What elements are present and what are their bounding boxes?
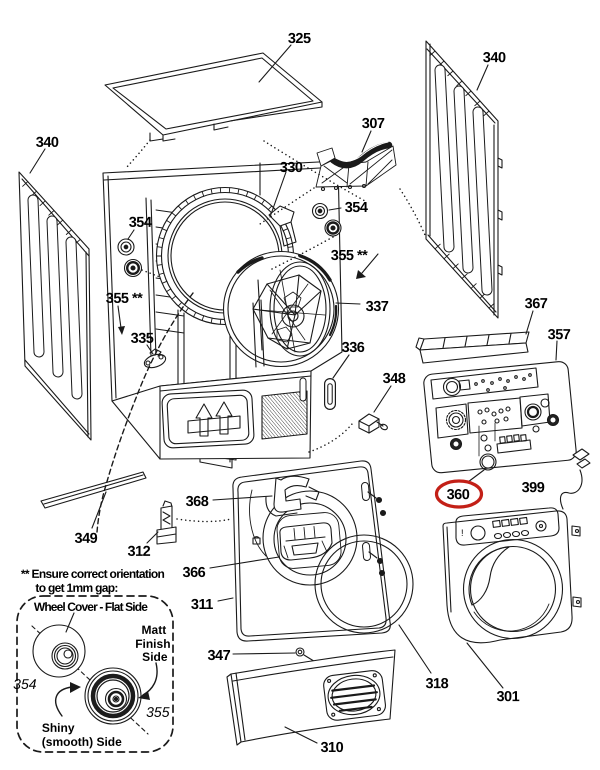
svg-text:349: 349 [75,531,98,547]
svg-text:399: 399 [522,480,545,496]
svg-text:355 **: 355 ** [106,291,143,307]
svg-text:355 **: 355 ** [331,248,368,264]
svg-text:!: ! [461,528,464,538]
svg-text:335: 335 [131,331,154,347]
svg-text:(smooth) Side: (smooth) Side [42,735,122,749]
svg-text:360: 360 [447,487,470,503]
svg-text:367: 367 [525,296,548,312]
svg-text:348: 348 [383,371,406,387]
svg-text:301: 301 [496,689,519,705]
svg-text:Side: Side [142,650,168,664]
svg-text:** Ensure correct orientation: ** Ensure correct orientation [21,567,165,581]
svg-text:312: 312 [128,544,151,560]
svg-text:311: 311 [191,597,213,613]
svg-text:357: 357 [548,327,571,343]
svg-text:318: 318 [425,676,448,692]
svg-text:354: 354 [345,200,368,216]
svg-text:340: 340 [483,50,506,66]
svg-text:366: 366 [183,565,206,581]
svg-text:310: 310 [320,740,343,756]
svg-text:Shiny: Shiny [42,721,75,735]
svg-text:337: 337 [366,299,389,315]
svg-text:354: 354 [13,676,37,692]
svg-text:336: 336 [342,340,365,356]
svg-text:354: 354 [129,215,152,231]
svg-text:Finish: Finish [135,637,170,651]
svg-text:347: 347 [208,648,231,664]
svg-text:to get 1mm gap:: to get 1mm gap: [35,581,118,595]
svg-text:368: 368 [186,494,209,510]
svg-text:355: 355 [146,704,170,720]
svg-text:Matt: Matt [142,623,167,637]
svg-text:330: 330 [280,160,303,176]
svg-text:340: 340 [36,135,59,151]
svg-text:307: 307 [362,116,385,132]
svg-text:325: 325 [288,31,311,47]
svg-text:Wheel Cover - Flat Side: Wheel Cover - Flat Side [34,600,148,614]
